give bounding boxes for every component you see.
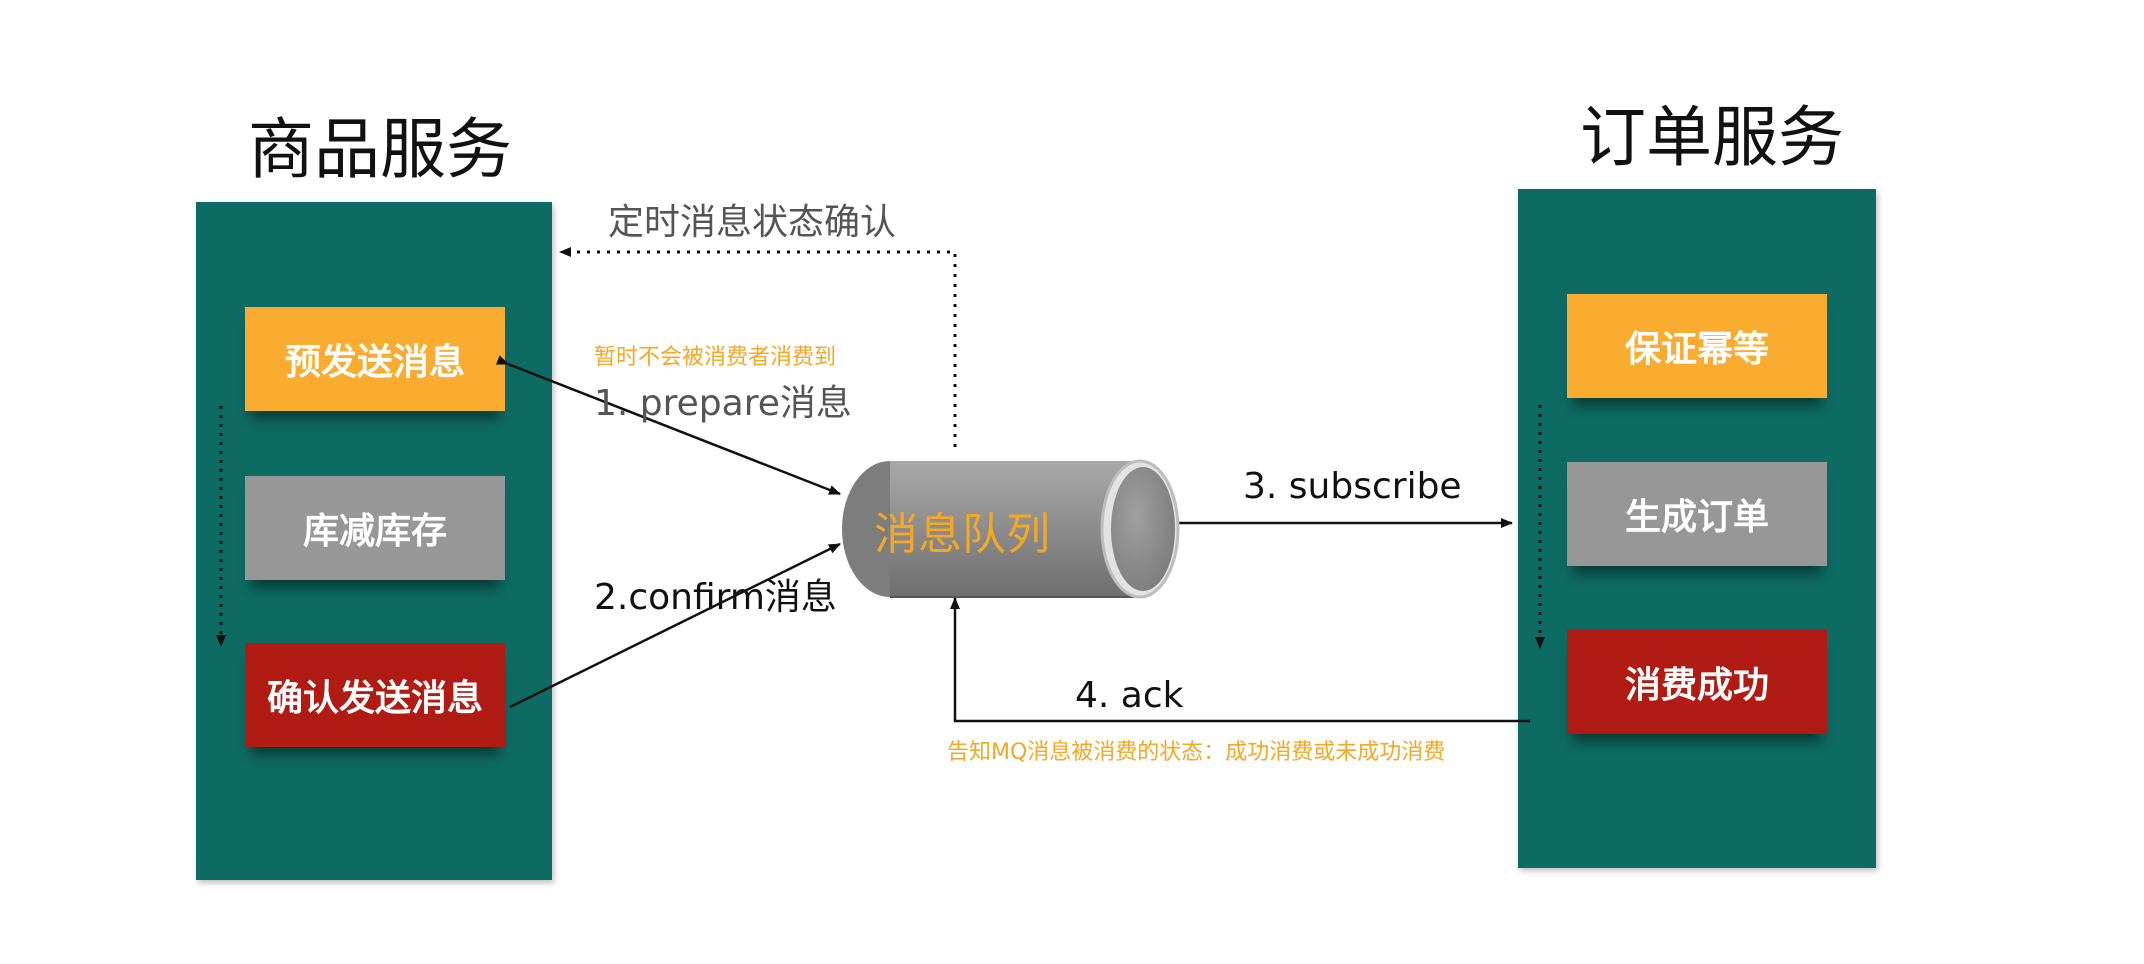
right-step-consume-success: 消费成功 [1567,630,1827,734]
status-check-label: 定时消息状态确认 [608,202,897,243]
confirm-label: 2.confirm消息 [594,577,837,618]
prepare-arrow [495,355,841,496]
message-queue-label: 消息队列 [874,509,1050,560]
left-service-title: 商品服务 [248,111,512,188]
message-queue-cylinder [842,459,1180,599]
confirm-arrow [509,542,841,709]
left-step-confirm-send: 确认发送消息 [245,643,505,747]
ack-note: 告知MQ消息被消费的状态：成功消费或未成功消费 [947,740,1446,765]
subscribe-label: 3. subscribe [1243,466,1462,507]
prepare-label: 1. prepare消息 [594,383,852,424]
left-step-pre-send: 预发送消息 [245,307,505,411]
ack-arrow [950,597,1530,723]
prepare-note: 暂时不会被消费者消费到 [594,345,837,370]
right-step-idempotent: 保证幂等 [1567,294,1827,398]
right-step-create-order: 生成订单 [1567,462,1827,566]
left-step-reduce-stock: 库减库存 [245,476,505,580]
right-service-title: 订单服务 [1580,99,1844,176]
ack-label: 4. ack [1075,675,1184,716]
